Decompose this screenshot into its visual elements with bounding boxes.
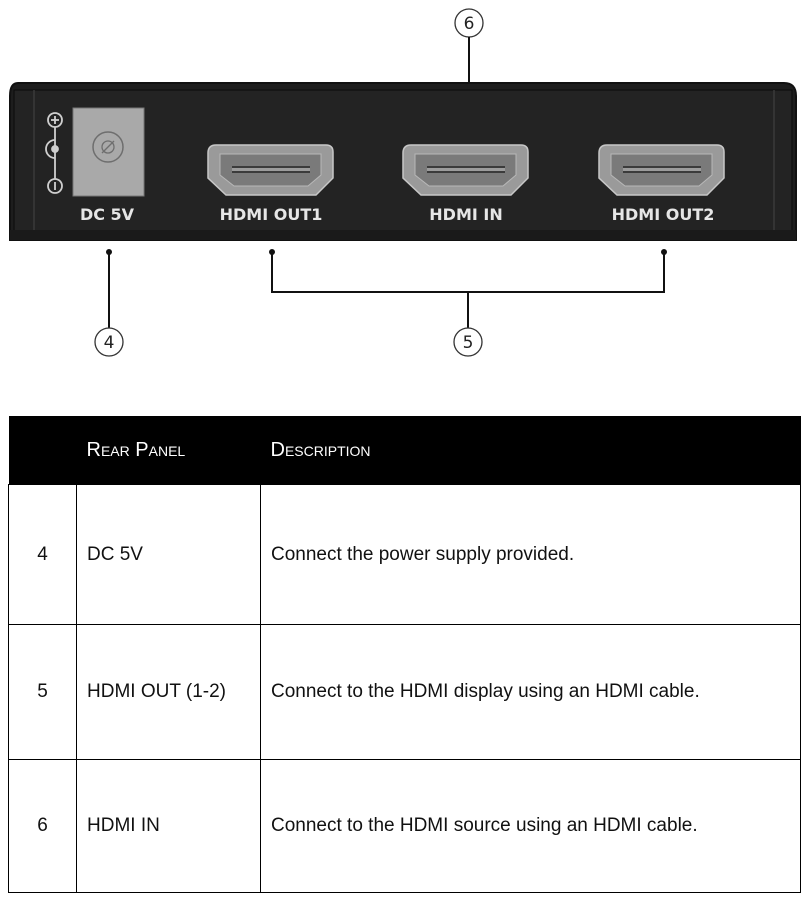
row-item: DC 5V xyxy=(76,484,261,625)
header-description: Description xyxy=(260,416,801,485)
polarity-icon xyxy=(45,112,63,194)
hdmi-out2-port xyxy=(598,144,725,196)
svg-text:5: 5 xyxy=(463,333,474,353)
row-description: Connect to the HDMI display using an HDM… xyxy=(260,624,801,760)
hdmi-out1-port xyxy=(207,144,334,196)
rear-panel-table: Rear Panel Description 4 DC 5V Connect t… xyxy=(8,416,801,893)
svg-text:6: 6 xyxy=(464,14,475,34)
row-number: 6 xyxy=(8,759,77,893)
svg-text:4: 4 xyxy=(104,333,115,353)
header-number xyxy=(8,416,77,485)
callout-5: 5 xyxy=(269,249,667,357)
rear-panel-diagram: 6 DC 5V HDMI OUT1 xyxy=(9,8,797,357)
callout-4: 4 xyxy=(94,249,124,357)
row-number: 5 xyxy=(8,624,77,760)
dc-label: DC 5V xyxy=(80,205,135,224)
dc-power-jack xyxy=(72,107,145,197)
hdmi-in-port xyxy=(402,144,529,196)
row-number: 4 xyxy=(8,484,77,625)
row-description: Connect the power supply provided. xyxy=(260,484,801,625)
hdmi-out2-label: HDMI OUT2 xyxy=(612,205,715,224)
table-header-row: Rear Panel Description xyxy=(8,416,801,485)
row-description: Connect to the HDMI source using an HDMI… xyxy=(260,759,801,893)
table-row: 6 HDMI IN Connect to the HDMI source usi… xyxy=(8,759,801,893)
table-row: 4 DC 5V Connect the power supply provide… xyxy=(8,484,801,625)
row-item: HDMI IN xyxy=(76,759,261,893)
row-item: HDMI OUT (1-2) xyxy=(76,624,261,760)
header-rear-panel: Rear Panel xyxy=(76,416,261,485)
hdmi-out1-label: HDMI OUT1 xyxy=(220,205,323,224)
table-row: 5 HDMI OUT (1-2) Connect to the HDMI dis… xyxy=(8,624,801,760)
hdmi-in-label: HDMI IN xyxy=(429,205,502,224)
